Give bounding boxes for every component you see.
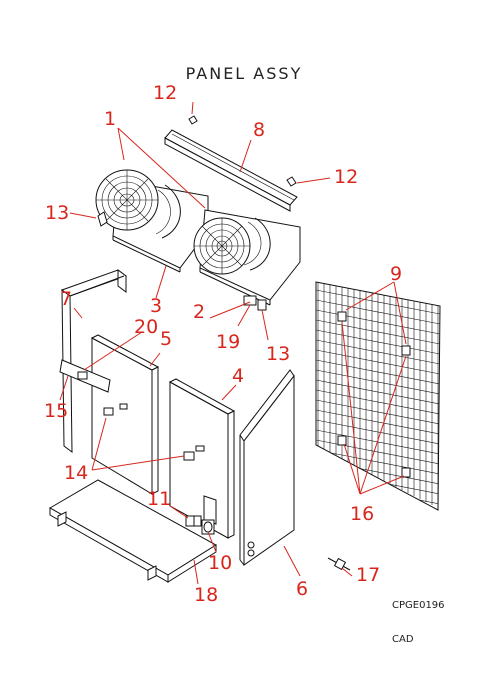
label-plate-part-15 (59, 359, 111, 393)
callout-8: 8 (253, 119, 266, 141)
callout-13-left: 13 (45, 202, 70, 224)
component-part-11 (185, 515, 202, 527)
cad-label: CAD (392, 634, 414, 645)
leader-lines (59, 101, 407, 585)
bottom-tray-part-18 (48, 479, 217, 583)
callout-2: 2 (193, 301, 206, 323)
fan-right-part-1 (193, 217, 251, 275)
drawing-code: CPGE0196 (392, 600, 445, 611)
callout-14: 14 (64, 462, 89, 484)
callout-13-right: 13 (266, 343, 291, 365)
side-panel-part-6 (239, 369, 295, 566)
screw-part-17 (327, 557, 351, 571)
callout-20: 20 (134, 316, 159, 338)
callout-12-right: 12 (334, 166, 359, 188)
top-rail-part-8 (164, 129, 298, 212)
callout-1: 1 (104, 108, 117, 130)
diagram-title: PANEL ASSY (185, 64, 303, 83)
callout-5: 5 (160, 328, 173, 350)
callout-9: 9 (390, 263, 403, 285)
callout-10: 10 (208, 552, 233, 574)
callout-11: 11 (147, 488, 172, 510)
bracket-part-13-left (97, 211, 108, 227)
callout-12-top: 12 (153, 82, 178, 104)
callout-4: 4 (232, 365, 245, 387)
panel-part-5 (90, 334, 160, 495)
callout-17: 17 (356, 564, 381, 586)
callout-6: 6 (296, 578, 309, 600)
component-part-10 (201, 519, 215, 535)
callout-19: 19 (216, 331, 241, 353)
callout-3: 3 (150, 295, 163, 317)
clip-part-12-right (286, 176, 297, 187)
panel-part-4 (168, 378, 236, 539)
callout-15: 15 (44, 400, 69, 422)
wire-grid-part-9 (315, 281, 441, 511)
callout-18: 18 (194, 584, 219, 606)
clip-part-12-top (188, 115, 198, 125)
fan-left-part-1 (95, 169, 159, 231)
callout-16: 16 (350, 503, 375, 525)
callout-7: 7 (60, 288, 73, 310)
